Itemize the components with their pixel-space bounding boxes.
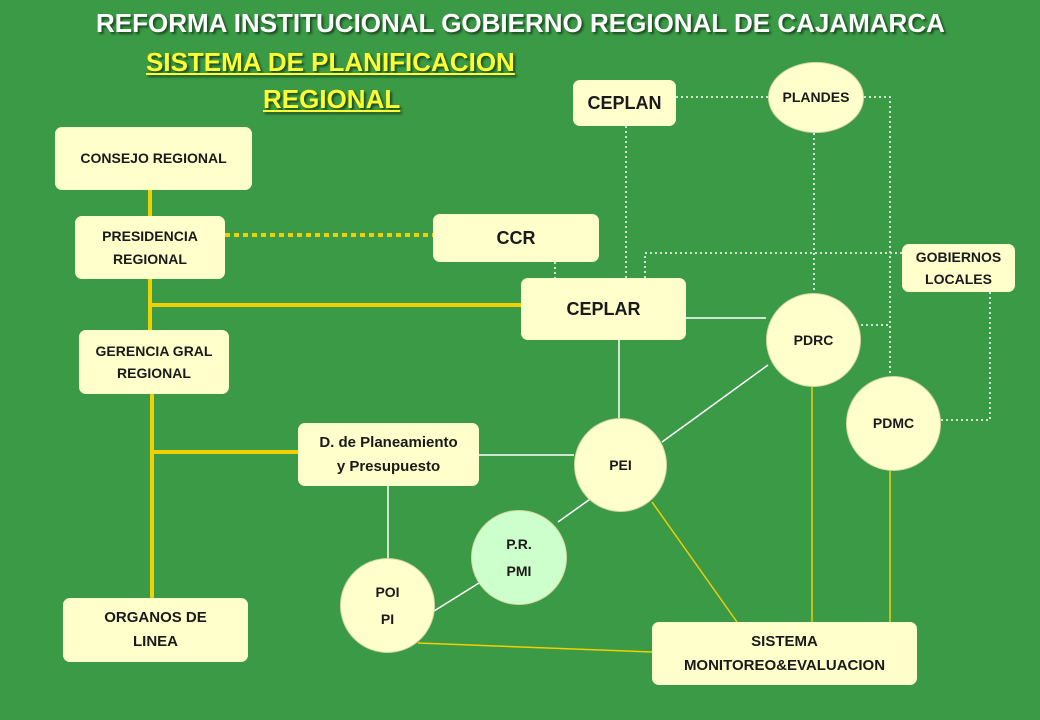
connector-ceplar-gobiernos: [644, 252, 902, 278]
node-label: GERENCIA GRAL REGIONAL: [95, 342, 213, 381]
node-label: PLANDES: [782, 89, 850, 106]
node-pdrc: PDRC: [766, 293, 861, 387]
connector-plandes-pdmc: [864, 96, 891, 376]
connector-gobiernos-pdmc: [934, 292, 991, 421]
node-ceplan: CEPLAN: [573, 80, 676, 126]
node-label: PDRC: [793, 331, 834, 348]
node-ccr: CCR: [433, 214, 599, 262]
node-label: P.R. PMI: [506, 535, 532, 579]
node-pdmc: PDMC: [846, 376, 941, 471]
diagram-subtitle-line2: REGIONAL: [263, 84, 401, 114]
node-pei: PEI: [574, 418, 667, 512]
connector-pei-monitoreo: [651, 501, 738, 623]
node-label: GOBIERNOS LOCALES: [915, 248, 1002, 287]
node-label: CEPLAR: [566, 298, 641, 319]
node-label: D. de Planeamiento y Presupuesto: [319, 433, 458, 475]
connector-pdrc-pei: [661, 364, 769, 443]
node-presidencia-regional: PRESIDENCIA REGIONAL: [75, 216, 225, 279]
node-organos-de-linea: ORGANOS DE LINEA: [63, 598, 248, 662]
node-label: CEPLAN: [587, 92, 662, 113]
node-gerencia-gral-regional: GERENCIA GRAL REGIONAL: [79, 330, 229, 394]
node-ceplar: CEPLAR: [521, 278, 686, 340]
node-label: PDMC: [872, 415, 915, 432]
diagram-subtitle-line1: SISTEMA DE PLANIFICACION: [146, 47, 515, 77]
connector-pei-prpmi: [557, 496, 594, 523]
node-label: PEI: [609, 456, 632, 473]
node-sistema-monitoreo-evaluacion: SISTEMA MONITOREO&EVALUACION: [652, 622, 917, 685]
node-label: PRESIDENCIA REGIONAL: [102, 228, 198, 267]
node-d-planeamiento-presupuesto: D. de Planeamiento y Presupuesto: [298, 423, 479, 486]
node-label: CONSEJO REGIONAL: [80, 150, 227, 167]
connector-prpmi-poi: [433, 582, 480, 612]
node-pr-pmi: P.R. PMI: [471, 510, 567, 605]
diagram-title: REFORMA INSTITUCIONAL GOBIERNO REGIONAL …: [96, 8, 945, 38]
node-label: SISTEMA MONITOREO&EVALUACION: [683, 632, 886, 674]
node-poi-pi: POI PI: [340, 558, 435, 653]
node-label: CCR: [496, 227, 536, 248]
connector-poi-monitoreo: [417, 642, 653, 653]
node-label: ORGANOS DE LINEA: [104, 609, 207, 650]
node-plandes: PLANDES: [768, 62, 864, 133]
node-consejo-regional: CONSEJO REGIONAL: [55, 127, 252, 190]
node-label: POI PI: [375, 583, 400, 627]
node-gobiernos-locales: GOBIERNOS LOCALES: [902, 244, 1015, 292]
